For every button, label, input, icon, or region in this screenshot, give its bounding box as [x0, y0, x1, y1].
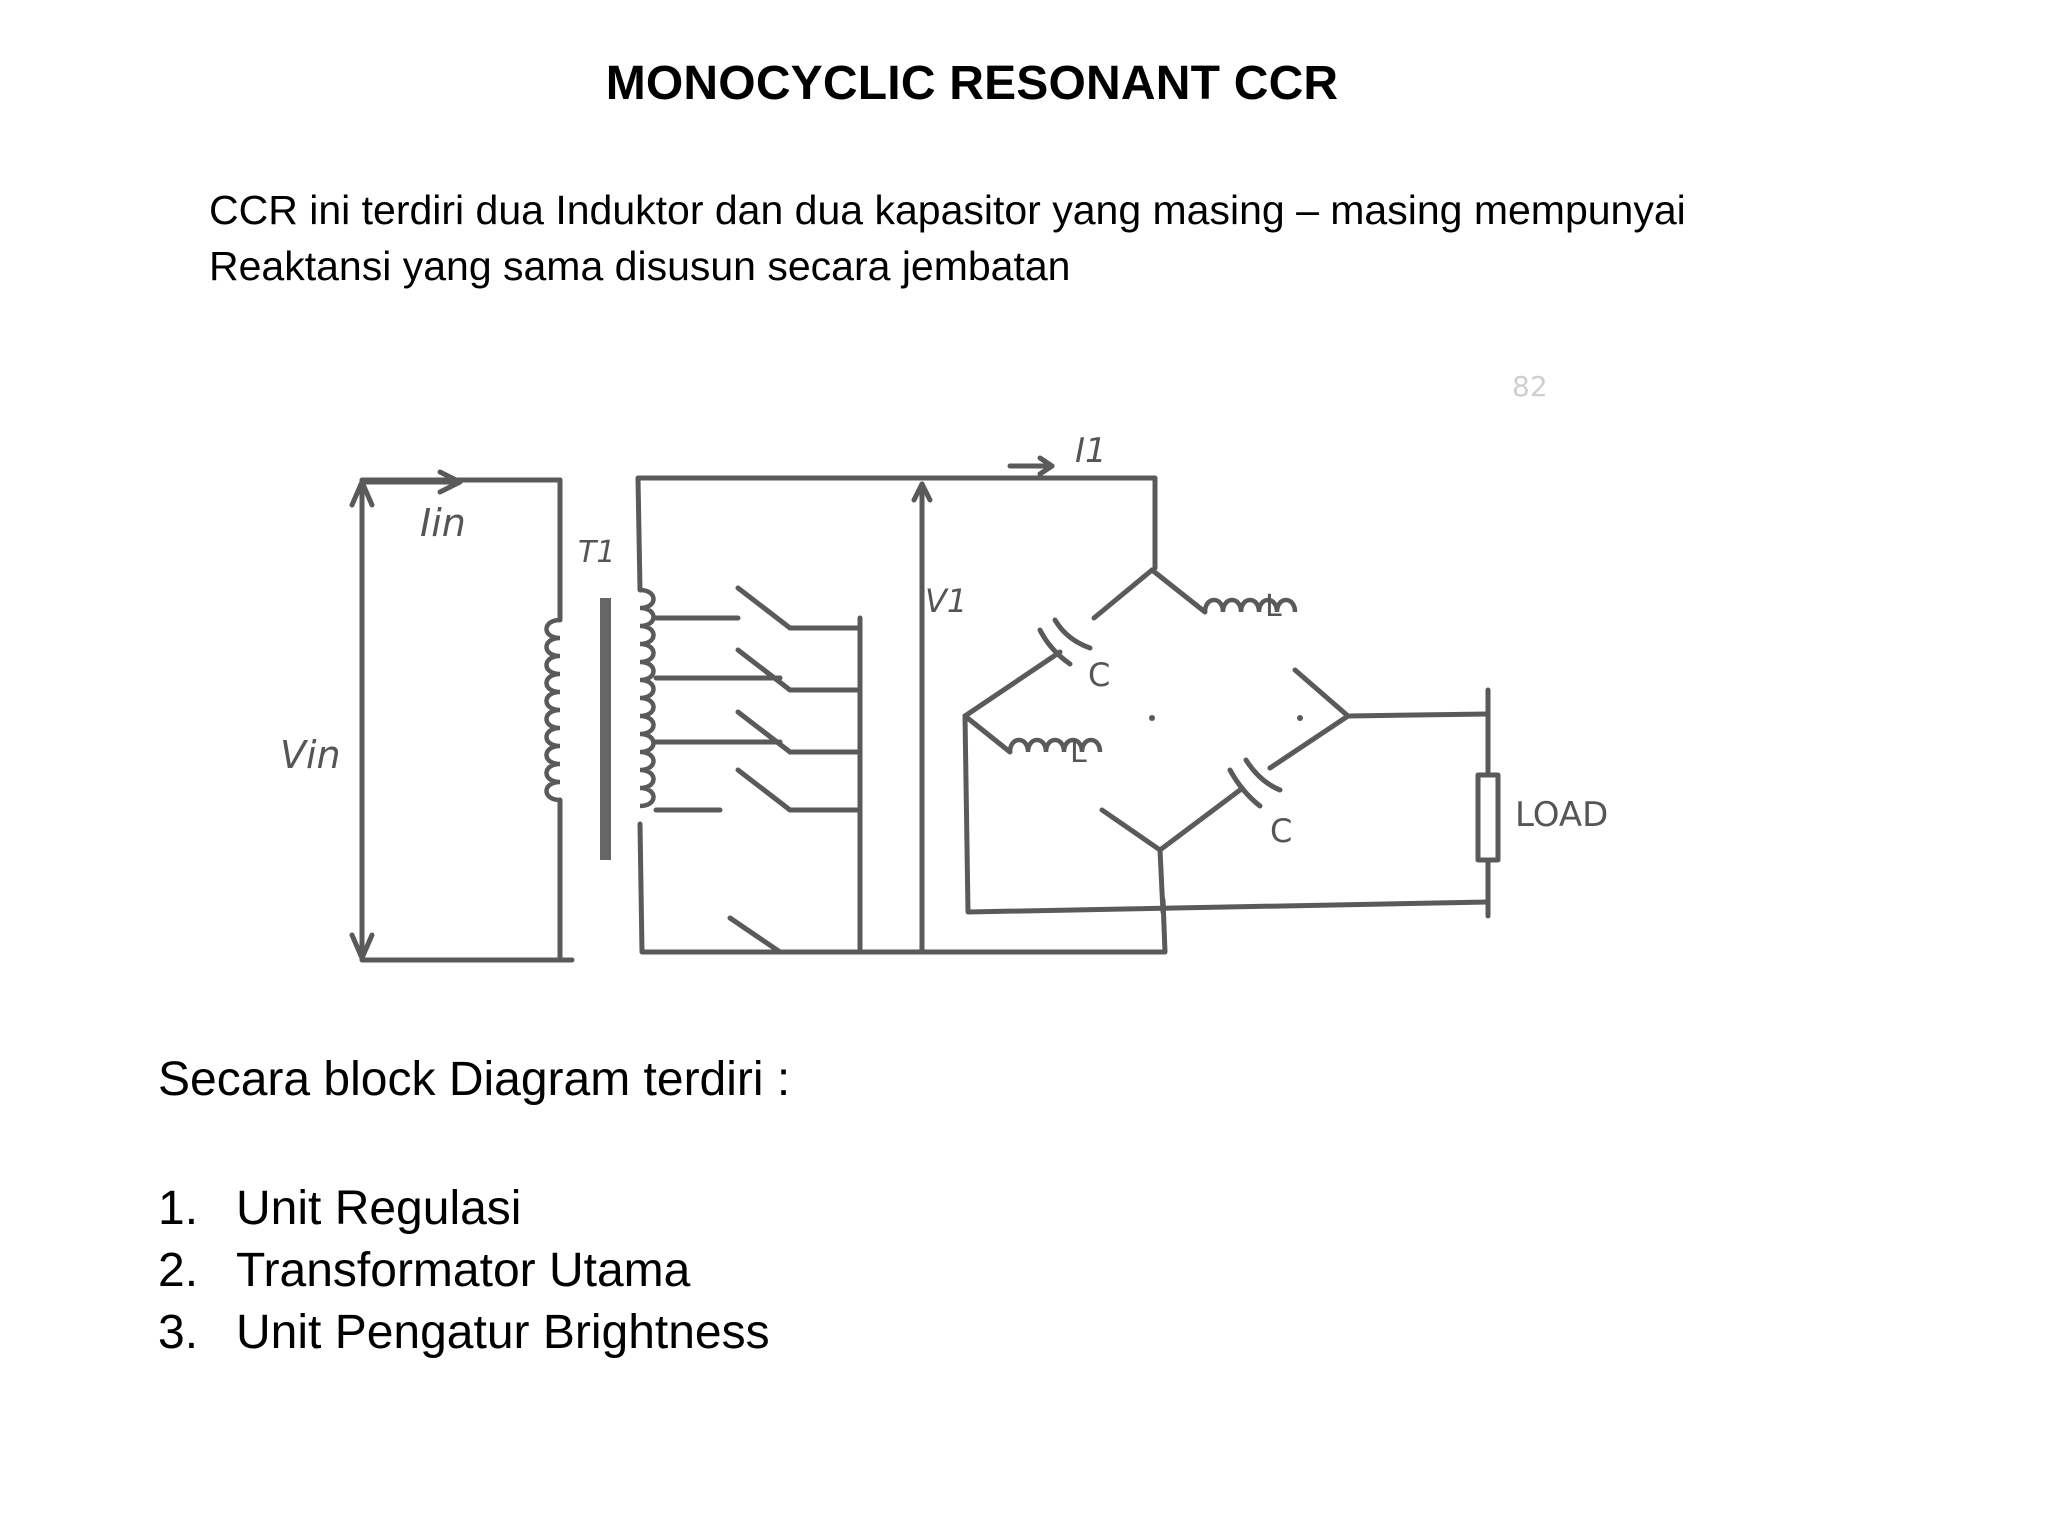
intro-line-2: Reaktansi yang sama disusun secara jemba… — [209, 243, 1071, 289]
primary-circuit — [349, 469, 575, 963]
list-item: 3. Unit Pengatur Brightness — [158, 1302, 770, 1364]
list-item: 1. Unit Regulasi — [158, 1178, 770, 1240]
list-item-label: Transformator Utama — [236, 1244, 691, 1297]
label-v1: V1 — [925, 582, 967, 620]
block-diagram-heading: Secara block Diagram terdiri : — [158, 1053, 791, 1106]
inductor-top-icon — [1202, 597, 1298, 613]
list-item-number: 1. — [158, 1182, 199, 1235]
block-list: 1. Unit Regulasi 2. Transformator Utama … — [158, 1178, 770, 1364]
list-item-number: 2. — [158, 1244, 199, 1297]
label-c-top: C — [1088, 656, 1110, 694]
label-l-bottom: L — [1070, 735, 1087, 770]
slide-title: MONOCYCLIC RESONANT CCR — [605, 57, 1339, 110]
primary-coil-icon — [544, 617, 561, 803]
capacitor-top-icon — [1037, 617, 1093, 667]
list-item-number: 3. — [158, 1306, 199, 1359]
label-l-top: L — [1265, 589, 1282, 624]
load-resistor — [1475, 772, 1501, 863]
list-item-label: Unit Regulasi — [236, 1182, 522, 1235]
tap-switches — [727, 585, 863, 955]
secondary-coil-icon — [639, 587, 656, 809]
capacitor-bottom-icon — [1227, 757, 1283, 809]
arrow-down-icon — [349, 932, 375, 961]
list-item: 2. Transformator Utama — [158, 1240, 770, 1302]
page-number: 82 — [1512, 370, 1548, 403]
list-item-label: Unit Pengatur Brightness — [236, 1306, 770, 1359]
inductor-bottom-icon — [1007, 737, 1103, 753]
label-iin: Iin — [420, 501, 466, 545]
resonant-bridge — [962, 567, 1501, 919]
label-i1: I1 — [1075, 431, 1107, 471]
secondary-circuit — [635, 455, 1168, 955]
label-vin: Vin — [280, 733, 341, 777]
transformer-core — [600, 598, 611, 860]
intro-text: CCR ini terdiri dua Induktor dan dua kap… — [209, 182, 2009, 294]
label-load: LOAD — [1515, 795, 1608, 835]
label-t1: T1 — [578, 535, 615, 570]
label-c-bottom: C — [1270, 812, 1292, 850]
intro-line-1: CCR ini terdiri dua Induktor dan dua kap… — [209, 187, 1686, 233]
